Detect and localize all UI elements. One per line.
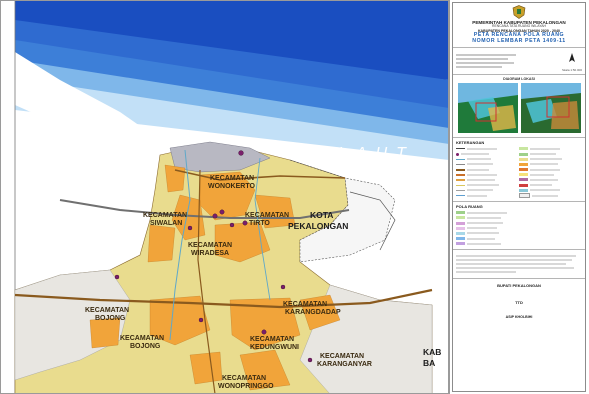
legend-title: KETERANGAN: [456, 140, 485, 146]
signature-block: BUPATI PEKALONGAN TTD ASIP KHOLBIHI: [453, 281, 585, 319]
pola-title: POLA RUANG: [456, 204, 483, 210]
info-lines: [456, 52, 526, 70]
divider: [453, 137, 585, 139]
legend-item: [456, 162, 519, 167]
legend-item: [519, 146, 582, 151]
legend-item: [456, 151, 519, 156]
legend-column: [456, 146, 519, 198]
map-title: PETA RENCANA POLA RUANG: [473, 32, 565, 39]
signatory-name: ASIP KHOLBIHI: [505, 315, 533, 320]
legend-item: [456, 210, 582, 215]
river-1: [169, 149, 191, 341]
scale-text: Skala 1:50.000: [561, 68, 582, 73]
map-info-row: Skala 1:50.000: [453, 50, 585, 72]
sea-band-4: [15, 60, 449, 146]
header-line: KABUPATEN PEKALONGAN TAHUN 2020 - 2040: [477, 29, 561, 34]
road-north: [174, 169, 346, 181]
sea-band-2: [15, 20, 449, 112]
road-south: [197, 169, 216, 394]
legend-item: [456, 183, 519, 188]
legend-item: [456, 231, 582, 236]
north-arrow-icon: [568, 53, 575, 63]
legend-item: [456, 172, 519, 177]
divider: [453, 249, 585, 251]
signature-text: TTD: [515, 300, 523, 306]
legend-item: [456, 236, 582, 241]
divider: [453, 74, 585, 76]
legend-item: [456, 167, 519, 172]
legend-item: [519, 172, 582, 177]
legend-item: [456, 241, 582, 246]
legend-item: [519, 183, 582, 188]
header-line: PEMERINTAH KABUPATEN PEKALONGAN: [472, 20, 566, 25]
title-block: PEMERINTAH KABUPATEN PEKALONGAN RENCANA …: [453, 3, 585, 45]
notes-block: [453, 252, 585, 276]
sea-deep-band: [15, 0, 449, 80]
legend-item: [519, 193, 582, 199]
legend-item: [456, 157, 519, 162]
legend-item: [456, 177, 519, 182]
legend-item: [456, 221, 582, 226]
road-kota: [349, 191, 396, 251]
toll-road: [14, 288, 433, 309]
pola-list: [453, 209, 585, 247]
divider: [453, 278, 585, 280]
divider: [453, 201, 585, 203]
divider: [453, 47, 585, 49]
legend-column: [519, 146, 582, 199]
sheet-number: NOMOR LEMBAR PETA 1409-11: [472, 38, 566, 45]
legend-panel: PEMERINTAH KABUPATEN PEKALONGAN RENCANA …: [452, 2, 586, 392]
inset-maps: [453, 81, 585, 135]
signatory-title: BUPATI PEKALONGAN: [497, 283, 541, 289]
inset-map: [457, 83, 518, 134]
kota-pekalongan-area: [289, 159, 396, 263]
legend-item: [519, 167, 582, 172]
legend-item: [456, 193, 519, 198]
legend-item: [456, 215, 582, 220]
legend-item: [456, 188, 519, 193]
scale-block: Skala 1:50.000: [562, 50, 582, 72]
legend-item: [456, 146, 519, 151]
regency-emblem: [512, 5, 526, 19]
header-line: RENCANA TATA RUANG WILAYAH: [492, 24, 546, 29]
legend-item: [519, 162, 582, 167]
sea-label: LAUT: [338, 145, 415, 162]
river-2: [254, 157, 271, 301]
legend-item: [456, 226, 582, 231]
settlement-patches: [89, 164, 341, 391]
coast-white-left: [15, 52, 160, 160]
legend-columns: [453, 145, 585, 199]
inset-map: [520, 83, 581, 134]
legend-item: [519, 157, 582, 162]
legend-item: [519, 151, 582, 156]
sea-band-5: [15, 78, 449, 160]
road-coastal: [59, 199, 350, 219]
location-markers: [114, 150, 313, 363]
legend-item: [519, 188, 582, 193]
sea-band-3: [15, 40, 449, 130]
legend-item: [519, 177, 582, 182]
inset-title: DIAGRAM LOKASI: [503, 77, 535, 82]
map-margin: [0, 0, 15, 394]
